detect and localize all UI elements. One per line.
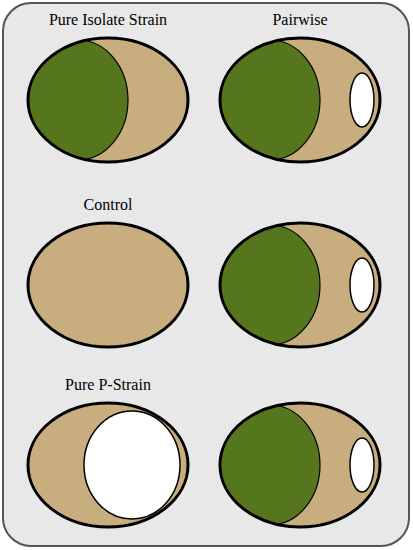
dish-medium	[28, 403, 188, 527]
isolate-colony	[220, 40, 320, 160]
dish-outline	[20, 10, 196, 166]
dish-rim	[220, 223, 380, 347]
dish-heading: Pure Isolate Strain	[20, 10, 196, 30]
dish-heading: Pure P-Strain	[20, 375, 196, 395]
isolate-colony	[220, 405, 320, 525]
p-strain-colony	[350, 438, 374, 492]
dish-medium	[220, 223, 380, 347]
petri-dish: Control	[20, 195, 196, 351]
dish-outline	[20, 375, 196, 531]
dish-rim	[220, 403, 380, 527]
isolate-colony	[220, 225, 320, 345]
p-strain-colony	[84, 411, 180, 519]
dish-rim	[220, 38, 380, 162]
dish-rim	[28, 403, 188, 527]
pairwise-dish	[220, 223, 380, 347]
dish-heading: Control	[20, 195, 196, 215]
petri-dish: Pure Isolate Strain	[20, 10, 196, 166]
p-strain-colony	[350, 73, 374, 127]
dish-medium	[28, 223, 188, 347]
isolate-colony	[28, 40, 128, 160]
dish-outline	[212, 10, 388, 166]
petri-dish: Pairwise	[212, 10, 388, 166]
dish-heading: Pairwise	[212, 10, 388, 30]
p-strain-colony	[350, 258, 374, 312]
dish-rim	[28, 223, 188, 347]
dish-medium	[28, 38, 188, 162]
dish-medium	[220, 403, 380, 527]
dish-outline	[20, 195, 196, 351]
dish-rim	[28, 38, 188, 162]
dish-medium	[220, 38, 380, 162]
petri-dish: Pure P-Strain	[20, 375, 196, 531]
pairwise-dish	[220, 403, 380, 527]
well-plate	[3, 3, 409, 546]
